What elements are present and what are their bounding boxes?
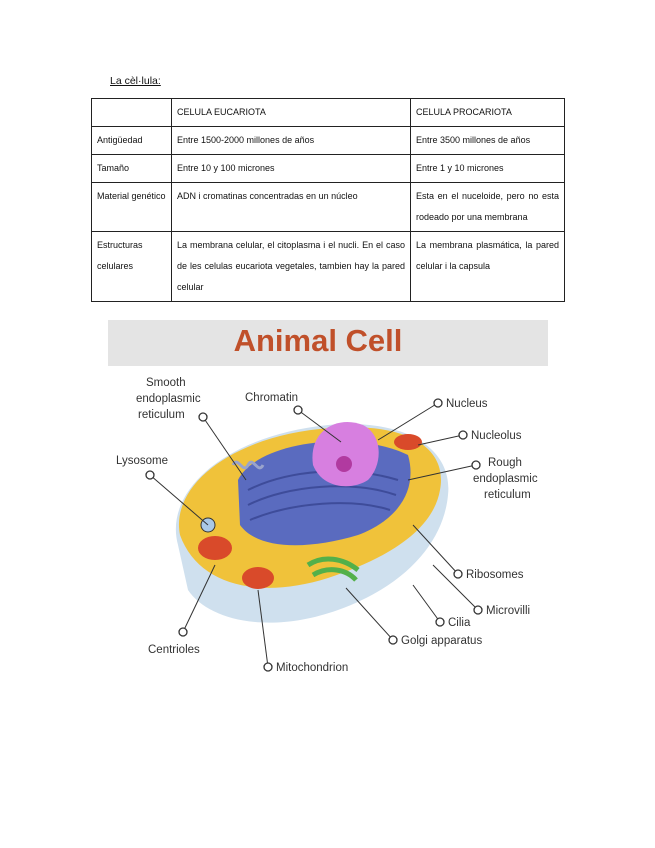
- comparison-table: CELULA EUCARIOTA CELULA PROCARIOTA Antig…: [91, 98, 565, 302]
- label-centrioles: Centrioles: [148, 644, 200, 656]
- mitochondrion: [242, 567, 274, 589]
- label-ribosomes: Ribosomes: [466, 569, 524, 581]
- label-marker: [472, 461, 480, 469]
- label-golgi: Golgi apparatus: [401, 635, 482, 647]
- label-rough-er-3: reticulum: [484, 489, 531, 501]
- label-marker: [199, 413, 207, 421]
- animal-cell-figure: Animal Cell: [108, 320, 548, 692]
- label-nucleus: Nucleus: [446, 398, 488, 410]
- mitochondrion: [198, 536, 232, 560]
- label-smooth-er-2: endoplasmic: [136, 393, 201, 405]
- table-cell: Antigüedad: [92, 127, 172, 155]
- table-row: Antigüedad Entre 1500-2000 millones de a…: [92, 127, 565, 155]
- table-header-cell: CELULA EUCARIOTA: [172, 99, 411, 127]
- table-cell: Entre 1 y 10 micrones: [411, 155, 565, 183]
- table-row: Material genético ADN i cromatinas conce…: [92, 183, 565, 232]
- label-lysosome: Lysosome: [116, 455, 168, 467]
- table-cell: La membrana plasmática, la pared celular…: [411, 232, 565, 302]
- label-marker: [264, 663, 272, 671]
- label-marker: [454, 570, 462, 578]
- leader-line: [413, 585, 440, 622]
- table-row: Tamaño Entre 10 y 100 micrones Entre 1 y…: [92, 155, 565, 183]
- label-rough-er-2: endoplasmic: [473, 473, 538, 485]
- table-cell: ADN i cromatinas concentradas en un núcl…: [172, 183, 411, 232]
- label-smooth-er-3: reticulum: [138, 409, 185, 421]
- label-marker: [474, 606, 482, 614]
- label-microvilli: Microvilli: [486, 605, 530, 617]
- nucleolus: [336, 456, 352, 472]
- label-marker: [436, 618, 444, 626]
- table-cell: Entre 3500 millones de años: [411, 127, 565, 155]
- label-marker: [294, 406, 302, 414]
- page-heading: La cèl·lula:: [110, 75, 161, 87]
- figure-title: Animal Cell: [234, 323, 403, 358]
- label-chromatin: Chromatin: [245, 392, 298, 404]
- mitochondrion: [394, 434, 422, 450]
- table-cell: Entre 1500-2000 millones de años: [172, 127, 411, 155]
- table-cell: Entre 10 y 100 micrones: [172, 155, 411, 183]
- table-cell: La membrana celular, el citoplasma i el …: [172, 232, 411, 302]
- label-cilia: Cilia: [448, 617, 471, 629]
- table-row: Estructuras celulares La membrana celula…: [92, 232, 565, 302]
- label-marker: [179, 628, 187, 636]
- label-nucleolus: Nucleolus: [471, 430, 522, 442]
- label-marker: [459, 431, 467, 439]
- label-marker: [389, 636, 397, 644]
- label-mitochondrion: Mitochondrion: [276, 662, 348, 674]
- label-marker: [146, 471, 154, 479]
- label-smooth-er-1: Smooth: [146, 377, 186, 389]
- leader-line: [418, 435, 463, 445]
- table-cell: Esta en el nuceloide, pero no esta rodea…: [411, 183, 565, 232]
- table-cell: Estructuras celulares: [92, 232, 172, 302]
- table-cell: Tamaño: [92, 155, 172, 183]
- table-cell: Material genético: [92, 183, 172, 232]
- label-marker: [434, 399, 442, 407]
- table-header-row: CELULA EUCARIOTA CELULA PROCARIOTA: [92, 99, 565, 127]
- label-rough-er-1: Rough: [488, 457, 522, 469]
- table-header-cell: CELULA PROCARIOTA: [411, 99, 565, 127]
- table-header-cell: [92, 99, 172, 127]
